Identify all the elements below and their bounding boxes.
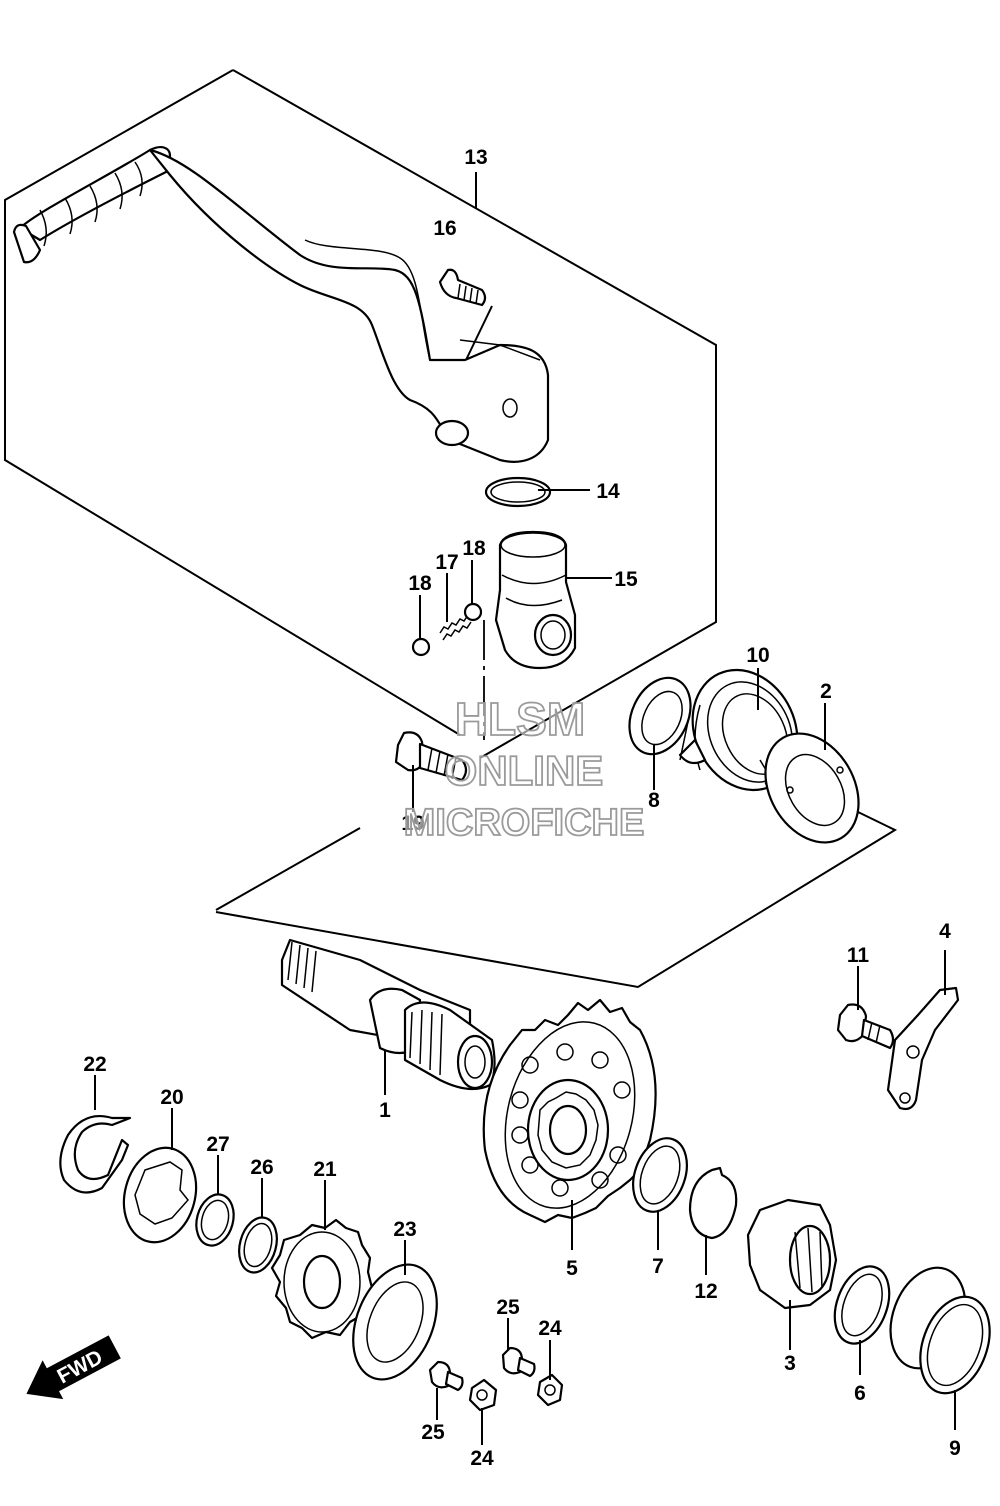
callout-6: 6 [854, 1382, 866, 1405]
bolt-16 [438, 268, 493, 361]
callout-8: 8 [648, 789, 660, 812]
callout-26: 26 [250, 1156, 273, 1179]
idle-gear-21 [270, 1180, 374, 1340]
ratchet-spring-9 [889, 1266, 991, 1430]
callout-18-left: 18 [408, 572, 432, 595]
washer-26 [238, 1178, 278, 1274]
washer-8 [628, 676, 692, 756]
kick-lever-assembly-frame [4, 69, 717, 759]
o-ring-14 [484, 476, 552, 508]
washer-6 [833, 1265, 891, 1375]
bolt-19 [394, 731, 468, 782]
callout-18-right: 18 [462, 537, 486, 560]
watermark-line-3: MICROFICHE [404, 802, 645, 844]
kick-gear-5 [482, 998, 657, 1250]
kick-starter-lever [12, 146, 550, 463]
washer-23 [352, 1240, 438, 1381]
callout-12: 12 [694, 1280, 717, 1303]
callout-17: 17 [435, 551, 458, 574]
plate-24-lower [468, 1378, 498, 1445]
callout-4: 4 [939, 920, 951, 943]
ball-18-left [411, 637, 431, 657]
spring-17 [439, 614, 472, 641]
ball-18-right [463, 602, 483, 622]
circlip-12 [688, 1166, 738, 1275]
callout-27: 27 [206, 1133, 229, 1156]
kick-shaft-assembly-frame [215, 620, 898, 989]
callout-1: 1 [379, 1099, 391, 1122]
forward-direction-arrow: FWD [26, 1335, 121, 1400]
callout-24-upper: 24 [538, 1317, 562, 1340]
spring-guide-2 [764, 732, 860, 844]
kick-lever-boss-15 [494, 530, 577, 670]
leader-lines [412, 172, 859, 1010]
washer-20 [122, 1108, 198, 1244]
callout-5: 5 [566, 1257, 578, 1280]
callout-13: 13 [464, 146, 487, 169]
plate-24-upper [536, 1340, 564, 1407]
watermark-line-2: ONLINE [445, 747, 604, 794]
bolt-11 [836, 1003, 895, 1050]
callout-3: 3 [784, 1352, 796, 1375]
circlip-22 [59, 1075, 132, 1194]
callout-23: 23 [393, 1218, 416, 1241]
washer-7 [632, 1137, 688, 1250]
kick-starter-shaft-1 [280, 938, 496, 1095]
callout-11: 11 [847, 944, 870, 967]
callout-21: 21 [313, 1158, 337, 1181]
callout-19: 19 [401, 812, 424, 835]
callout-9: 9 [949, 1437, 961, 1460]
callout-15: 15 [614, 568, 638, 591]
callout-24-lower: 24 [470, 1447, 494, 1470]
watermark: HLSM ONLINE MICROFICHE [403, 692, 645, 845]
watermark-line-1: HLSM [455, 693, 585, 745]
screw-25-lower [428, 1360, 464, 1420]
callout-10: 10 [746, 644, 769, 667]
callout-7: 7 [652, 1255, 664, 1278]
callout-14: 14 [596, 480, 620, 503]
callout-16: 16 [433, 217, 456, 240]
callout-2: 2 [820, 680, 832, 703]
callout-25-lower: 25 [421, 1421, 445, 1444]
callout-25-upper: 25 [496, 1296, 520, 1319]
stopper-plate-4 [886, 950, 960, 1111]
callout-22: 22 [83, 1053, 106, 1076]
circlip-27 [195, 1155, 235, 1247]
screw-25-upper [501, 1318, 536, 1378]
ratchet-3 [746, 1198, 838, 1350]
callout-20: 20 [160, 1086, 183, 1109]
